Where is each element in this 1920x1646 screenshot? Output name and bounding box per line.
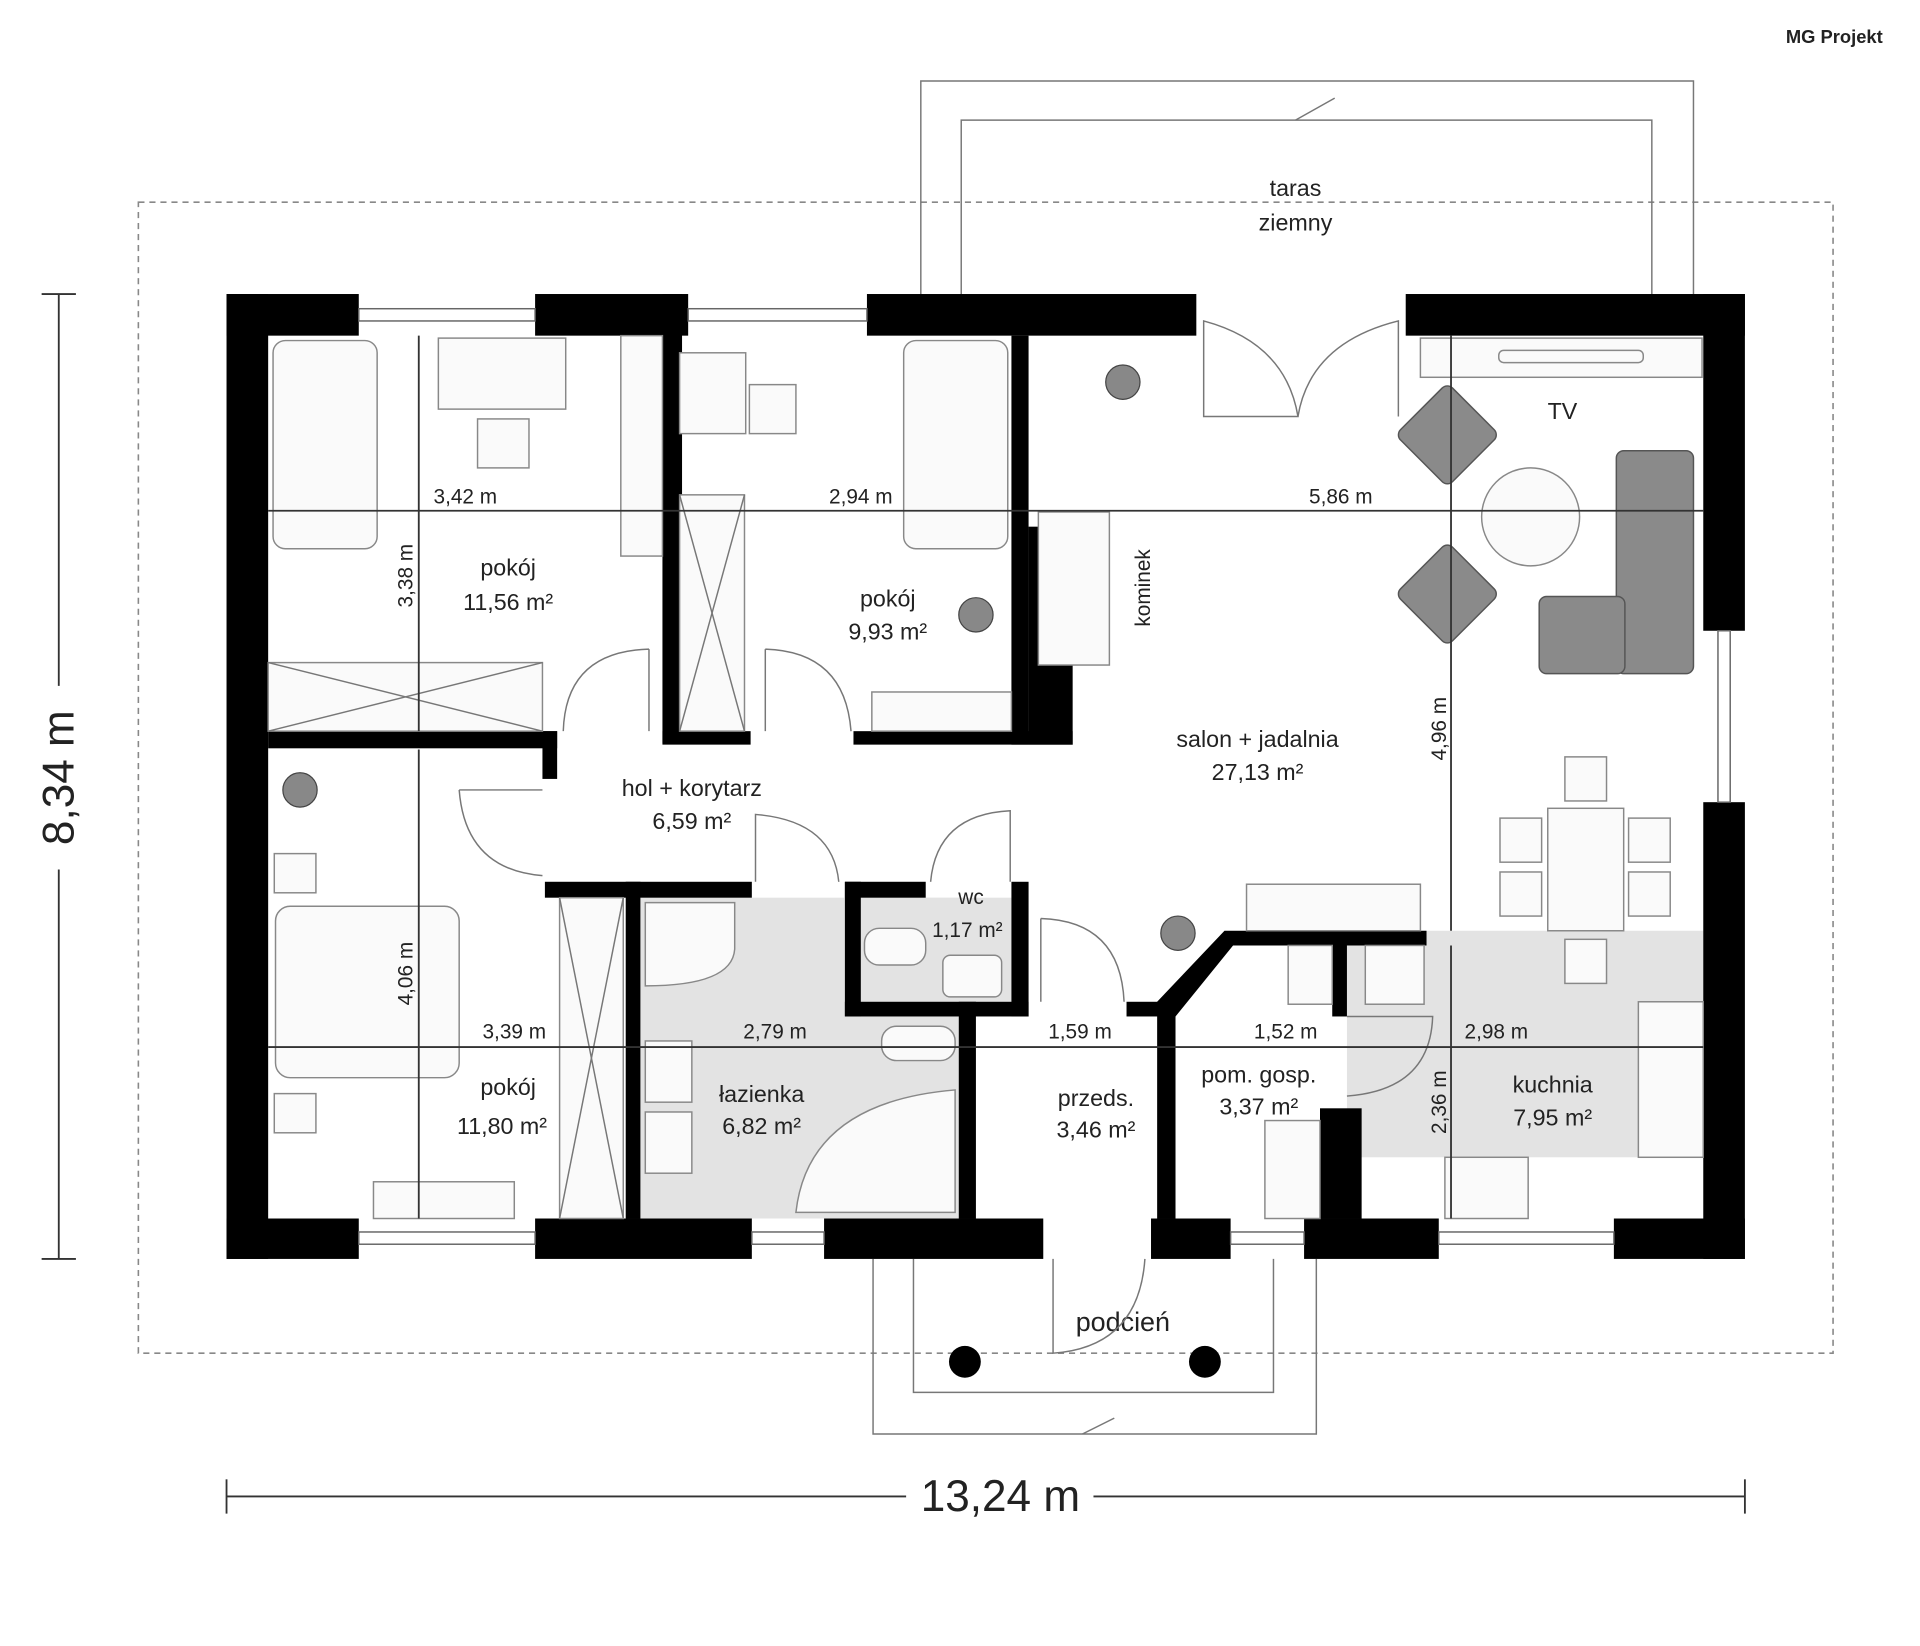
hall-name: hol + korytarz bbox=[622, 775, 762, 801]
living-name: salon + jadalnia bbox=[1176, 726, 1338, 752]
room3-area: 11,80 m² bbox=[457, 1113, 547, 1139]
overall-width: 13,24 m bbox=[921, 1472, 1080, 1521]
dim-2-94: 2,94 m bbox=[829, 485, 893, 508]
dim-2-79: 2,79 m bbox=[743, 1021, 807, 1044]
dim-3-38: 3,38 m bbox=[395, 544, 418, 608]
room2-name: pokój bbox=[860, 585, 916, 611]
bathroom-area: 6,82 m² bbox=[722, 1113, 801, 1139]
bathroom-name: łazienka bbox=[719, 1081, 804, 1107]
dim-2-98: 2,98 m bbox=[1465, 1021, 1529, 1044]
dimension-lines bbox=[41, 293, 1746, 1514]
walls bbox=[226, 294, 1745, 1259]
dim-3-42: 3,42 m bbox=[434, 485, 498, 508]
dim-4-96: 4,96 m bbox=[1428, 697, 1451, 761]
living-area: 27,13 m² bbox=[1212, 759, 1304, 785]
logo: MG Projekt bbox=[1786, 26, 1883, 47]
vestibule-name: przeds. bbox=[1058, 1085, 1134, 1111]
tv-label: TV bbox=[1548, 398, 1578, 424]
utility-area: 3,37 m² bbox=[1219, 1093, 1298, 1119]
dim-5-86: 5,86 m bbox=[1309, 485, 1373, 508]
dim-1-59: 1,59 m bbox=[1048, 1021, 1112, 1044]
hall-area: 6,59 m² bbox=[652, 808, 731, 834]
furniture bbox=[267, 334, 1704, 1220]
column bbox=[1188, 1345, 1221, 1378]
room1-area: 11,56 m² bbox=[463, 589, 553, 615]
fireplace-label: kominek bbox=[1132, 549, 1155, 627]
windows bbox=[358, 307, 1731, 1245]
room2-area: 9,93 m² bbox=[848, 618, 927, 644]
wc-name: wc bbox=[957, 886, 983, 909]
terrace: taras ziemny bbox=[920, 80, 1695, 295]
dim-1-52: 1,52 m bbox=[1254, 1021, 1318, 1044]
utility-name: pom. gosp. bbox=[1201, 1062, 1316, 1088]
plant-icon bbox=[282, 364, 1196, 951]
porch: podcień bbox=[872, 1258, 1318, 1435]
column bbox=[948, 1345, 981, 1378]
kitchen-name: kuchnia bbox=[1513, 1071, 1593, 1097]
vestibule-area: 3,46 m² bbox=[1057, 1117, 1136, 1143]
room3-name: pokój bbox=[480, 1074, 536, 1100]
terrace-label-2: ziemny bbox=[1259, 209, 1333, 235]
roof-outline bbox=[137, 201, 1834, 1354]
terrace-label: taras bbox=[1270, 175, 1322, 201]
kitchen-area: 7,95 m² bbox=[1513, 1104, 1592, 1130]
dim-3-39: 3,39 m bbox=[482, 1021, 546, 1044]
wc-area: 1,17 m² bbox=[932, 919, 1003, 942]
doors bbox=[458, 320, 1434, 1354]
overall-depth: 8,34 m bbox=[34, 710, 83, 845]
dim-2-36: 2,36 m bbox=[1428, 1070, 1451, 1134]
room1-name: pokój bbox=[480, 555, 536, 581]
dim-4-06: 4,06 m bbox=[395, 942, 418, 1006]
